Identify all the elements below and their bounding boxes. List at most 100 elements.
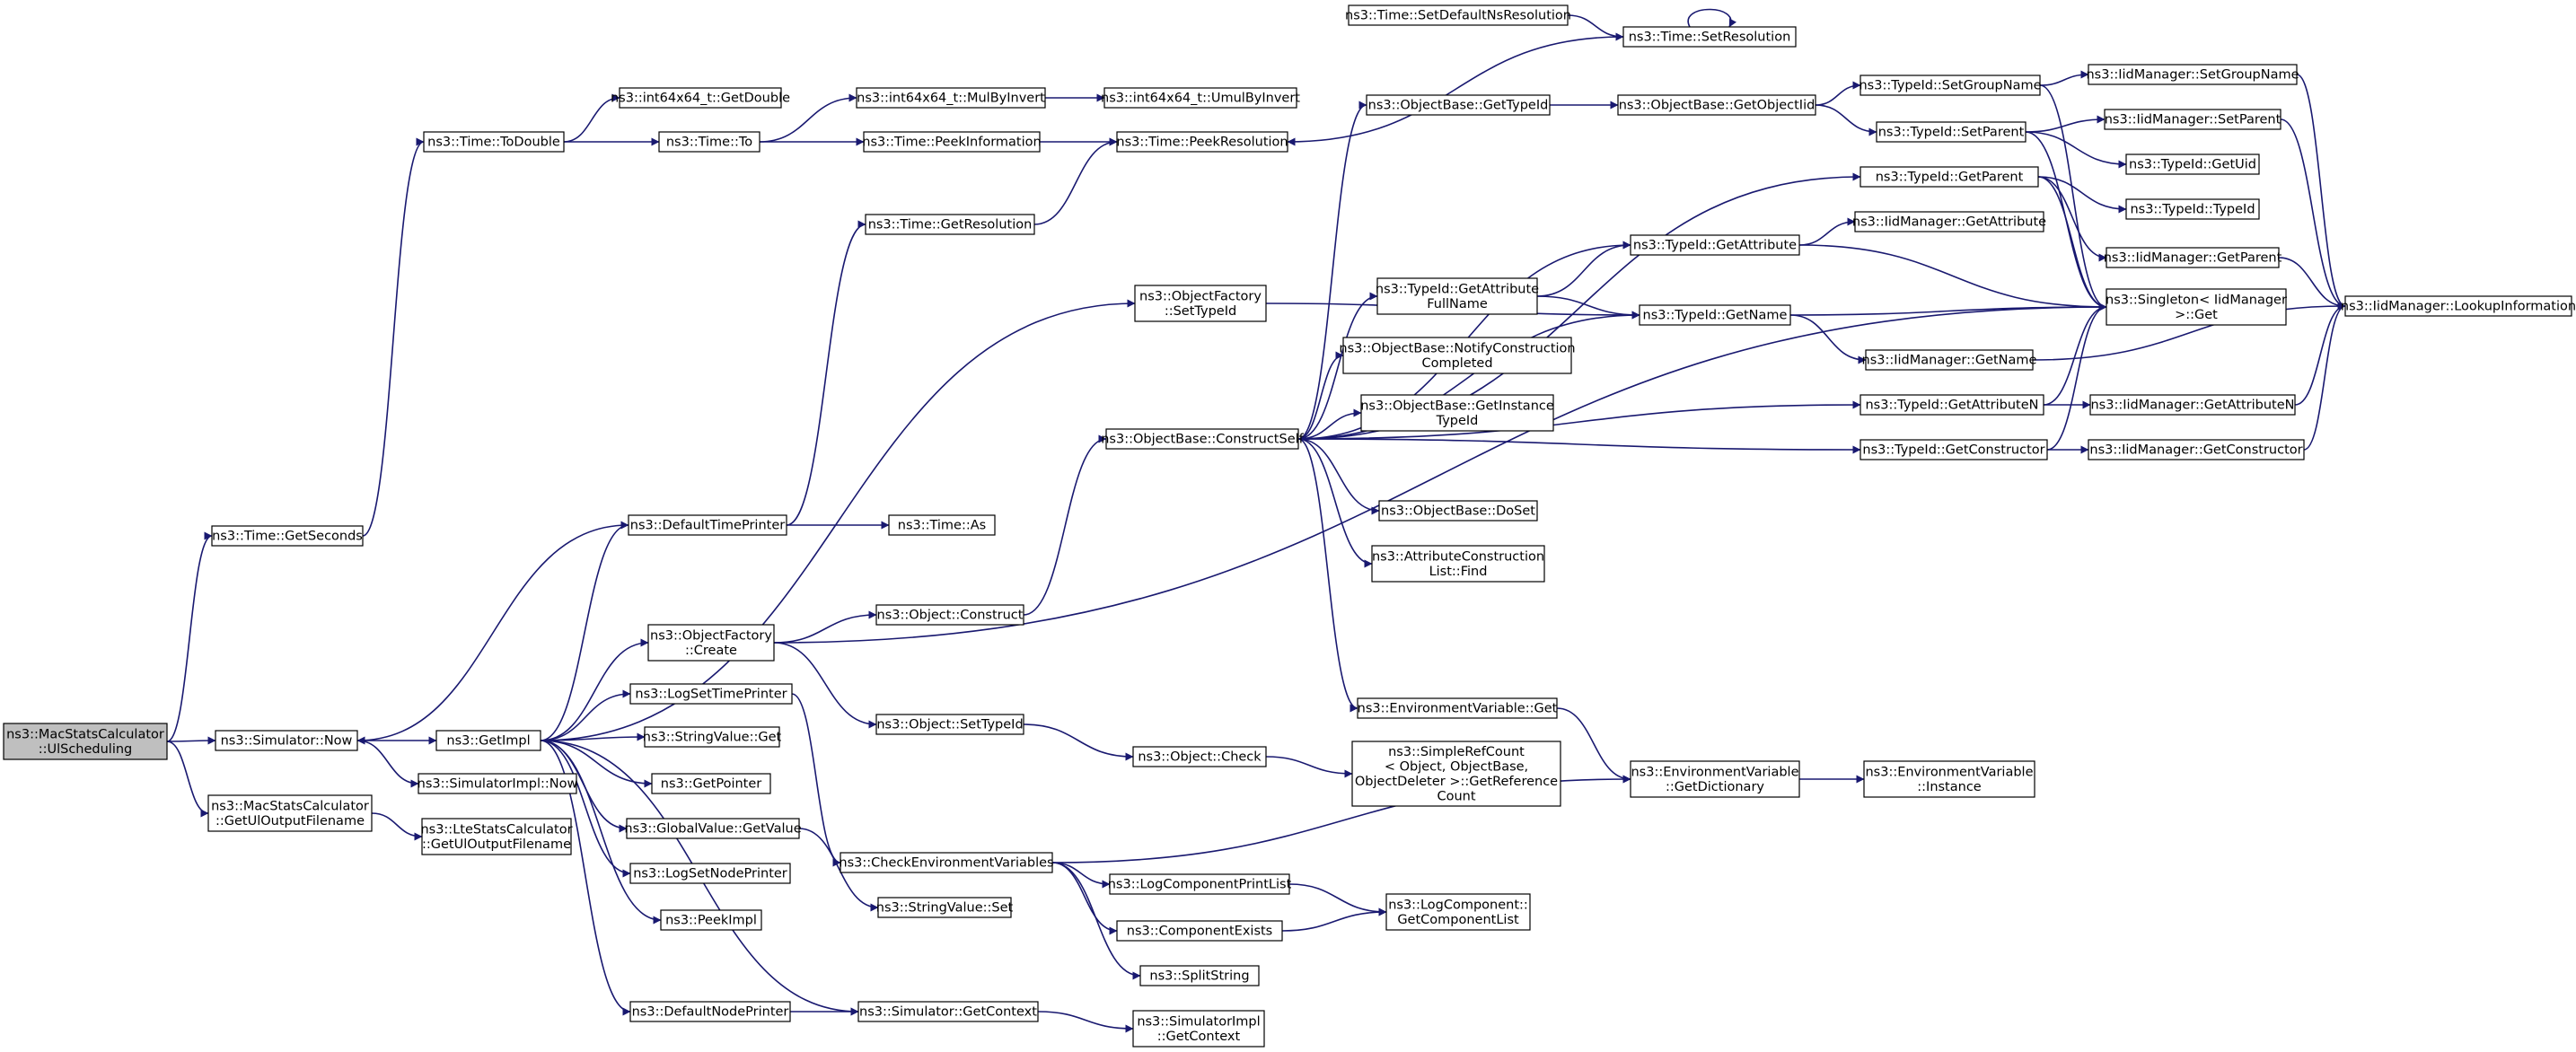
edge-iidSetGroup-to-iidLookup [2296, 74, 2346, 311]
node-sim-impl-now[interactable]: ns3::SimulatorImpl::Now [418, 773, 578, 794]
node-label: ns3::StringValue::Set [876, 901, 1014, 916]
node-umul-by-invert[interactable]: ns3::int64x64_t::UmulByInvert [1101, 87, 1300, 109]
node-get-ul-out[interactable]: ns3::MacStatsCalculator::GetUlOutputFile… [207, 794, 373, 832]
node-iid-get-name[interactable]: ns3::IidManager::GetName [1862, 349, 2037, 371]
node-set-res[interactable]: ns3::Time::SetResolution [1622, 26, 1797, 48]
node-label: ns3::DefaultNodePrinter [632, 1005, 789, 1020]
node-log-set-time[interactable]: ns3::LogSetTimePrinter [629, 683, 793, 705]
node-box [651, 773, 771, 794]
node-tid-get-ctor[interactable]: ns3::TypeId::GetConstructor [1859, 439, 2048, 460]
node-mul-by-invert[interactable]: ns3::int64x64_t::MulByInvert [856, 87, 1046, 109]
edge-objCheck-to-simpleRef [1265, 756, 1353, 778]
node-check-env[interactable]: ns3::CheckEnvironmentVariables [839, 852, 1054, 873]
node-construct-self[interactable]: ns3::ObjectBase::ConstructSelf [1101, 428, 1305, 450]
node-time-to[interactable]: ns3::Time::To [658, 131, 760, 153]
node-iid-get-attr[interactable]: ns3::IidManager::GetAttribute [1852, 211, 2046, 232]
node-get-pointer[interactable]: ns3::GetPointer [651, 773, 771, 794]
node-str-val-set[interactable]: ns3::StringValue::Set [876, 897, 1014, 918]
node-ob-do-set[interactable]: ns3::ObjectBase::DoSet [1378, 500, 1538, 522]
edge-checkEnv-to-splitString [1051, 862, 1141, 980]
node-split-string[interactable]: ns3::SplitString [1139, 965, 1260, 986]
node-env-instance[interactable]: ns3::EnvironmentVariable::Instance [1863, 760, 2035, 798]
node-to-double[interactable]: ns3::Time::ToDouble [423, 131, 565, 153]
node-def-node-printer[interactable]: ns3::DefaultNodePrinter [629, 1001, 791, 1022]
node-peek-impl[interactable]: ns3::PeekImpl [660, 909, 762, 931]
node-ob-get-object-iid[interactable]: ns3::ObjectBase::GetObjectIid [1617, 94, 1816, 116]
node-iid-set-group[interactable]: ns3::IidManager::SetGroupName [2086, 64, 2299, 85]
node-of-set-type-id[interactable]: ns3::ObjectFactory::SetTypeId [1134, 285, 1267, 322]
edge-tidSetParent-to-iidSetParent [2025, 115, 2106, 133]
node-box [1342, 337, 1572, 374]
node-tid-get-attr[interactable]: ns3::TypeId::GetAttribute [1630, 234, 1800, 256]
node-singleton-get[interactable]: ns3::Singleton< IidManager>::Get [2106, 288, 2287, 326]
node-log-comp-print[interactable]: ns3::LogComponentPrintList [1108, 873, 1292, 895]
node-log-set-node[interactable]: ns3::LogSetNodePrinter [629, 863, 791, 884]
edge-root-to-getUlOut [166, 741, 209, 818]
node-box [877, 897, 1012, 918]
node-tid-type-id[interactable]: ns3::TypeId::TypeId [2125, 198, 2260, 220]
node-box [1105, 428, 1299, 450]
node-gv-get-value[interactable]: ns3::GlobalValue::GetValue [624, 818, 802, 839]
edge-constructSelf-to-obGetTypeId [1297, 101, 1367, 440]
node-env-get-dict[interactable]: ns3::EnvironmentVariable::GetDictionary [1630, 760, 1800, 798]
edge-obGetObjectIid-to-tidSetGroup [1815, 81, 1861, 106]
node-box [644, 726, 780, 748]
node-tid-get-parent[interactable]: ns3::TypeId::GetParent [1859, 166, 2039, 188]
node-iid-lookup[interactable]: ns3::IidManager::LookupInformation [2341, 295, 2576, 317]
node-sim-impl-get-context[interactable]: ns3::SimulatorImpl::GetContext [1132, 1010, 1265, 1048]
node-str-val-get[interactable]: ns3::StringValue::Get [643, 726, 782, 748]
node-of-create[interactable]: ns3::ObjectFactory::Create [647, 624, 775, 662]
node-sim-get-context[interactable]: ns3::Simulator::GetContext [857, 1001, 1039, 1022]
edge-getImpl-to-ofCreate [540, 638, 649, 741]
node-simple-ref[interactable]: ns3::SimpleRefCount< Object, ObjectBase,… [1351, 741, 1561, 807]
node-label: ns3::LogComponentPrintList [1108, 878, 1292, 892]
node-label: ns3::LteStatsCalculator [420, 822, 572, 837]
node-tid-get-name[interactable]: ns3::TypeId::GetName [1639, 304, 1791, 326]
node-tid-get-uid[interactable]: ns3::TypeId::GetUid [2125, 153, 2260, 175]
edge-root-to-getSeconds [166, 531, 213, 742]
edge-tidGetAttrFull-to-tidGetName [1536, 295, 1640, 320]
node-get-res[interactable]: ns3::Time::GetResolution [865, 214, 1035, 235]
node-tid-set-group[interactable]: ns3::TypeId::SetGroupName [1859, 75, 2042, 96]
node-obj-check[interactable]: ns3::Object::Check [1132, 746, 1267, 767]
node-peek-info[interactable]: ns3::Time::PeekInformation [862, 131, 1042, 153]
node-env-get[interactable]: ns3::EnvironmentVariable::Get [1357, 697, 1558, 719]
node-get-impl[interactable]: ns3::GetImpl [435, 730, 541, 751]
node-ob-get-type-id[interactable]: ns3::ObjectBase::GetTypeId [1366, 94, 1551, 116]
node-box [865, 214, 1035, 235]
node-ob-notify[interactable]: ns3::ObjectBase::NotifyConstructionCompl… [1339, 337, 1576, 374]
node-sim-now[interactable]: ns3::Simulator::Now [215, 730, 358, 751]
node-def-time-printer[interactable]: ns3::DefaultTimePrinter [628, 514, 787, 536]
node-box [2088, 64, 2298, 85]
node-label: ns3::int64x64_t::MulByInvert [857, 92, 1045, 106]
edge-tidGetName-to-singletonGet [1789, 302, 2107, 316]
node-label: ns3::IidManager::GetName [1862, 354, 2037, 368]
node-iid-get-ctor[interactable]: ns3::IidManager::GetConstructor [2088, 439, 2305, 460]
node-box [628, 514, 787, 536]
node-obj-construct[interactable]: ns3::Object::Construct [875, 604, 1024, 626]
node-tid-get-attr-n[interactable]: ns3::TypeId::GetAttributeN [1859, 394, 2044, 416]
node-get-seconds[interactable]: ns3::Time::GetSeconds [211, 525, 364, 547]
node-lte-ul-out[interactable]: ns3::LteStatsCalculator::GetUlOutputFile… [420, 818, 573, 855]
node-iid-get-attr-n[interactable]: ns3::IidManager::GetAttributeN [2089, 394, 2296, 416]
node-log-comp-list[interactable]: ns3::LogComponent::GetComponentList [1385, 893, 1531, 931]
node-label: ns3::DefaultTimePrinter [630, 519, 785, 533]
node-comp-exists[interactable]: ns3::ComponentExists [1116, 920, 1283, 942]
node-label: ns3::TypeId::GetAttribute [1633, 239, 1797, 253]
node-box [1865, 349, 2034, 371]
node-get-double[interactable]: ns3::int64x64_t::GetDouble [611, 87, 790, 109]
node-time-as[interactable]: ns3::Time::As [888, 514, 996, 536]
node-box [1859, 75, 2041, 96]
node-set-def-ns[interactable]: ns3::Time::SetDefaultNsResolution [1345, 4, 1571, 26]
node-peek-res[interactable]: ns3::Time::PeekResolution [1116, 131, 1288, 153]
node-box [3, 723, 168, 760]
node-root[interactable]: ns3::MacStatsCalculator::UlScheduling [3, 723, 168, 760]
node-iid-set-parent[interactable]: ns3::IidManager::SetParent [2104, 109, 2281, 130]
node-iid-get-parent[interactable]: ns3::IidManager::GetParent [2104, 247, 2282, 268]
node-obj-set-type-id[interactable]: ns3::Object::SetTypeId [875, 714, 1024, 735]
node-tid-set-parent[interactable]: ns3::TypeId::SetParent [1876, 121, 2027, 143]
node-label: ns3::TypeId::GetAttributeN [1865, 399, 2038, 413]
